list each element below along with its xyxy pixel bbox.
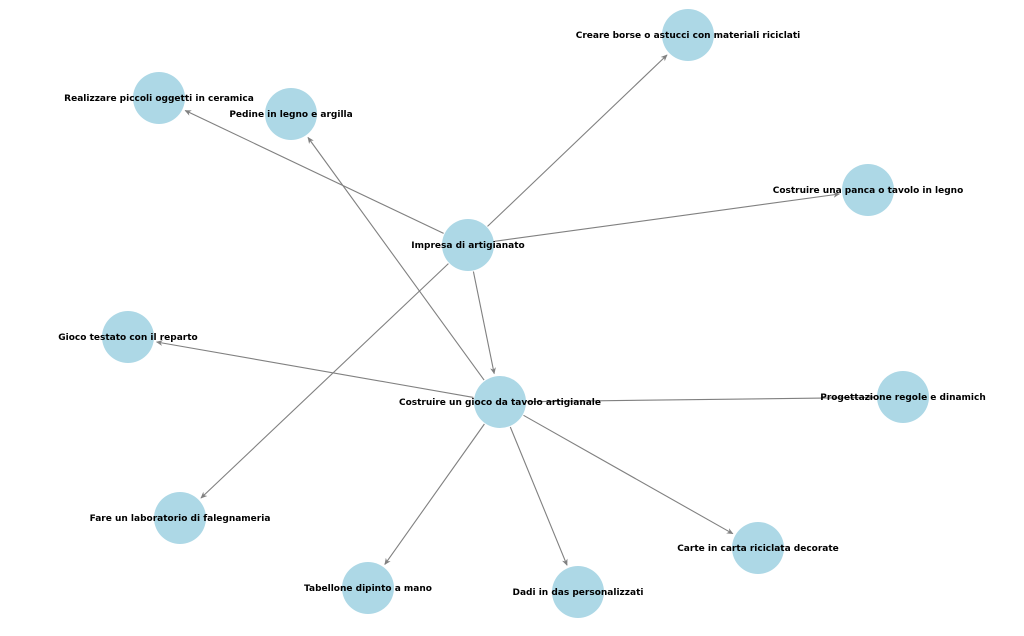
node-label-pedine: Pedine in legno e argilla bbox=[229, 110, 352, 120]
node-label-tabellone: Tabellone dipinto a mano bbox=[304, 584, 432, 594]
node-label-carte: Carte in carta riciclata decorate bbox=[677, 544, 839, 554]
graph-edge-gioco-tavolo-to-dadi bbox=[509, 426, 568, 566]
graph-node-progettazione bbox=[877, 371, 929, 423]
graph-node-gioco-tavolo bbox=[474, 376, 526, 428]
graph-node-falegnameria bbox=[154, 492, 206, 544]
node-label-falegnameria: Fare un laboratorio di falegnameria bbox=[90, 514, 271, 524]
node-label-dadi: Dadi in das personalizzati bbox=[513, 588, 644, 598]
graph-edge-impresa-to-panca-tavolo bbox=[494, 191, 840, 242]
graph-edge-gioco-tavolo-to-gioco-testato bbox=[155, 340, 474, 398]
graph-edge-impresa-to-creare-borse bbox=[487, 54, 668, 227]
node-label-gioco-tavolo: Costruire un gioco da tavolo artigianale bbox=[399, 398, 601, 408]
edges-layer bbox=[155, 54, 875, 566]
graph-edge-gioco-tavolo-to-progettazione bbox=[526, 394, 875, 403]
graph-node-gioco-testato bbox=[102, 311, 154, 363]
graph-node-tabellone bbox=[342, 562, 394, 614]
graph-edge-gioco-tavolo-to-tabellone bbox=[384, 423, 485, 565]
node-label-realizzare-ceramica: Realizzare piccoli oggetti in ceramica bbox=[64, 94, 254, 104]
graph-node-creare-borse bbox=[662, 9, 714, 61]
node-label-progettazione: Progettazione regole e dinamich bbox=[820, 393, 986, 403]
node-label-creare-borse: Creare borse o astucci con materiali ric… bbox=[576, 31, 801, 41]
graph-edge-impresa-to-gioco-tavolo bbox=[472, 271, 496, 375]
graph-edge-gioco-tavolo-to-pedine bbox=[307, 136, 485, 381]
graph-edge-gioco-tavolo-to-carte bbox=[523, 414, 734, 535]
graph-node-realizzare-ceramica bbox=[133, 72, 185, 124]
graph-node-panca-tavolo bbox=[842, 164, 894, 216]
graph-edge-impresa-to-realizzare-ceramica bbox=[184, 110, 444, 234]
node-label-gioco-testato: Gioco testato con il reparto bbox=[58, 333, 197, 343]
graph-node-impresa bbox=[442, 219, 494, 271]
node-label-panca-tavolo: Costruire una panca o tavolo in legno bbox=[773, 186, 964, 196]
graph-node-dadi bbox=[552, 566, 604, 618]
graph-edge-impresa-to-falegnameria bbox=[200, 263, 449, 499]
labels-layer: Creare borse o astucci con materiali ric… bbox=[58, 31, 985, 598]
graph-node-pedine bbox=[265, 88, 317, 140]
nodes-layer bbox=[102, 9, 929, 618]
node-label-impresa: Impresa di artigianato bbox=[411, 241, 524, 251]
graph-node-carte bbox=[732, 522, 784, 574]
